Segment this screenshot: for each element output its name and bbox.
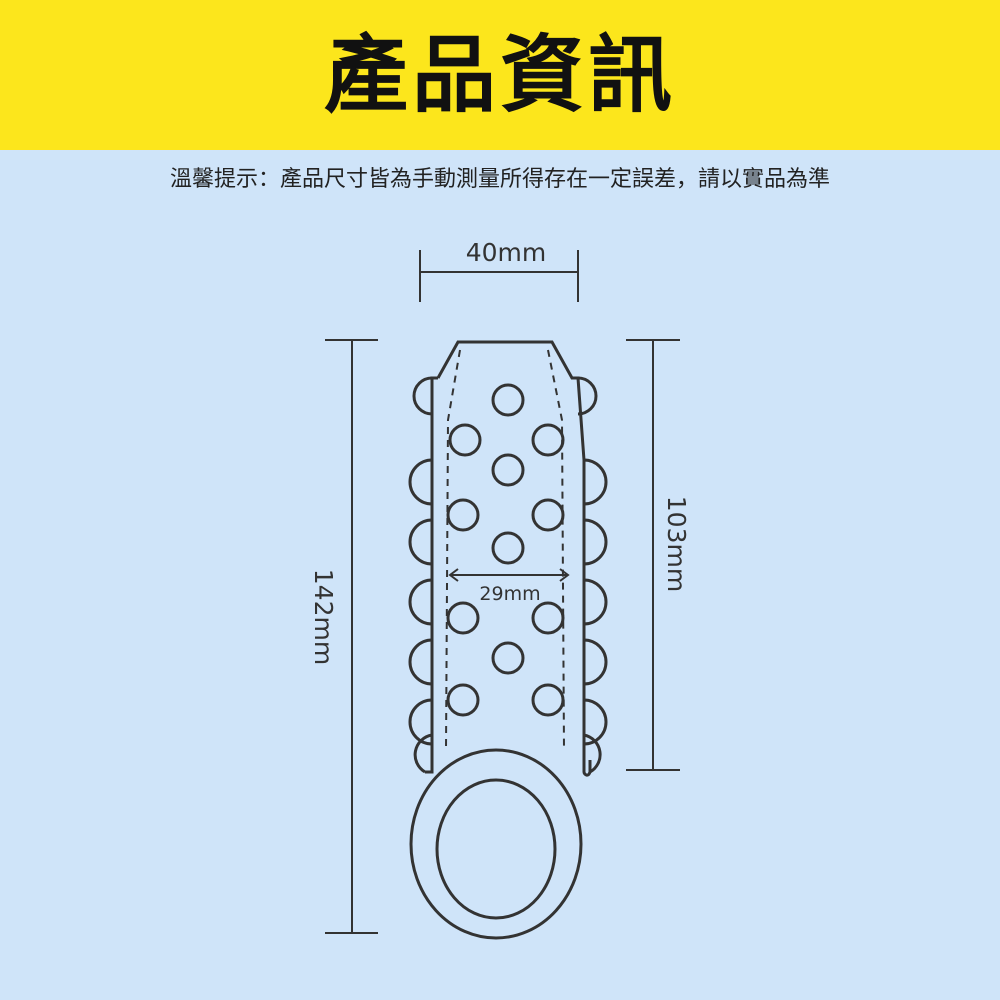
inner-width-label: 29mm [479,583,540,605]
bottom-ring-outer [409,748,583,940]
sleeve-outline [425,340,592,777]
header-banner [0,0,1000,150]
inner-channel-left [445,349,461,751]
bottom-ring-inner [435,778,557,920]
top-width-label: 40mm [466,238,547,267]
inner-width-arrow-right [559,568,570,582]
total-length-label: 142mm [309,569,338,665]
page-title: 產品資訊 [323,26,676,124]
inner-channel-right [547,349,565,751]
measurement-notice: 溫馨提示：產品尺寸皆為手動測量所得存在一定誤差，請以實品為準 [169,167,830,192]
side-bumps-right [577,376,608,774]
inner-width-arrow-left [448,568,459,582]
shaft-length-label: 103mm [662,496,691,592]
surface-nubs [446,383,565,717]
side-bumps-left [408,376,433,774]
